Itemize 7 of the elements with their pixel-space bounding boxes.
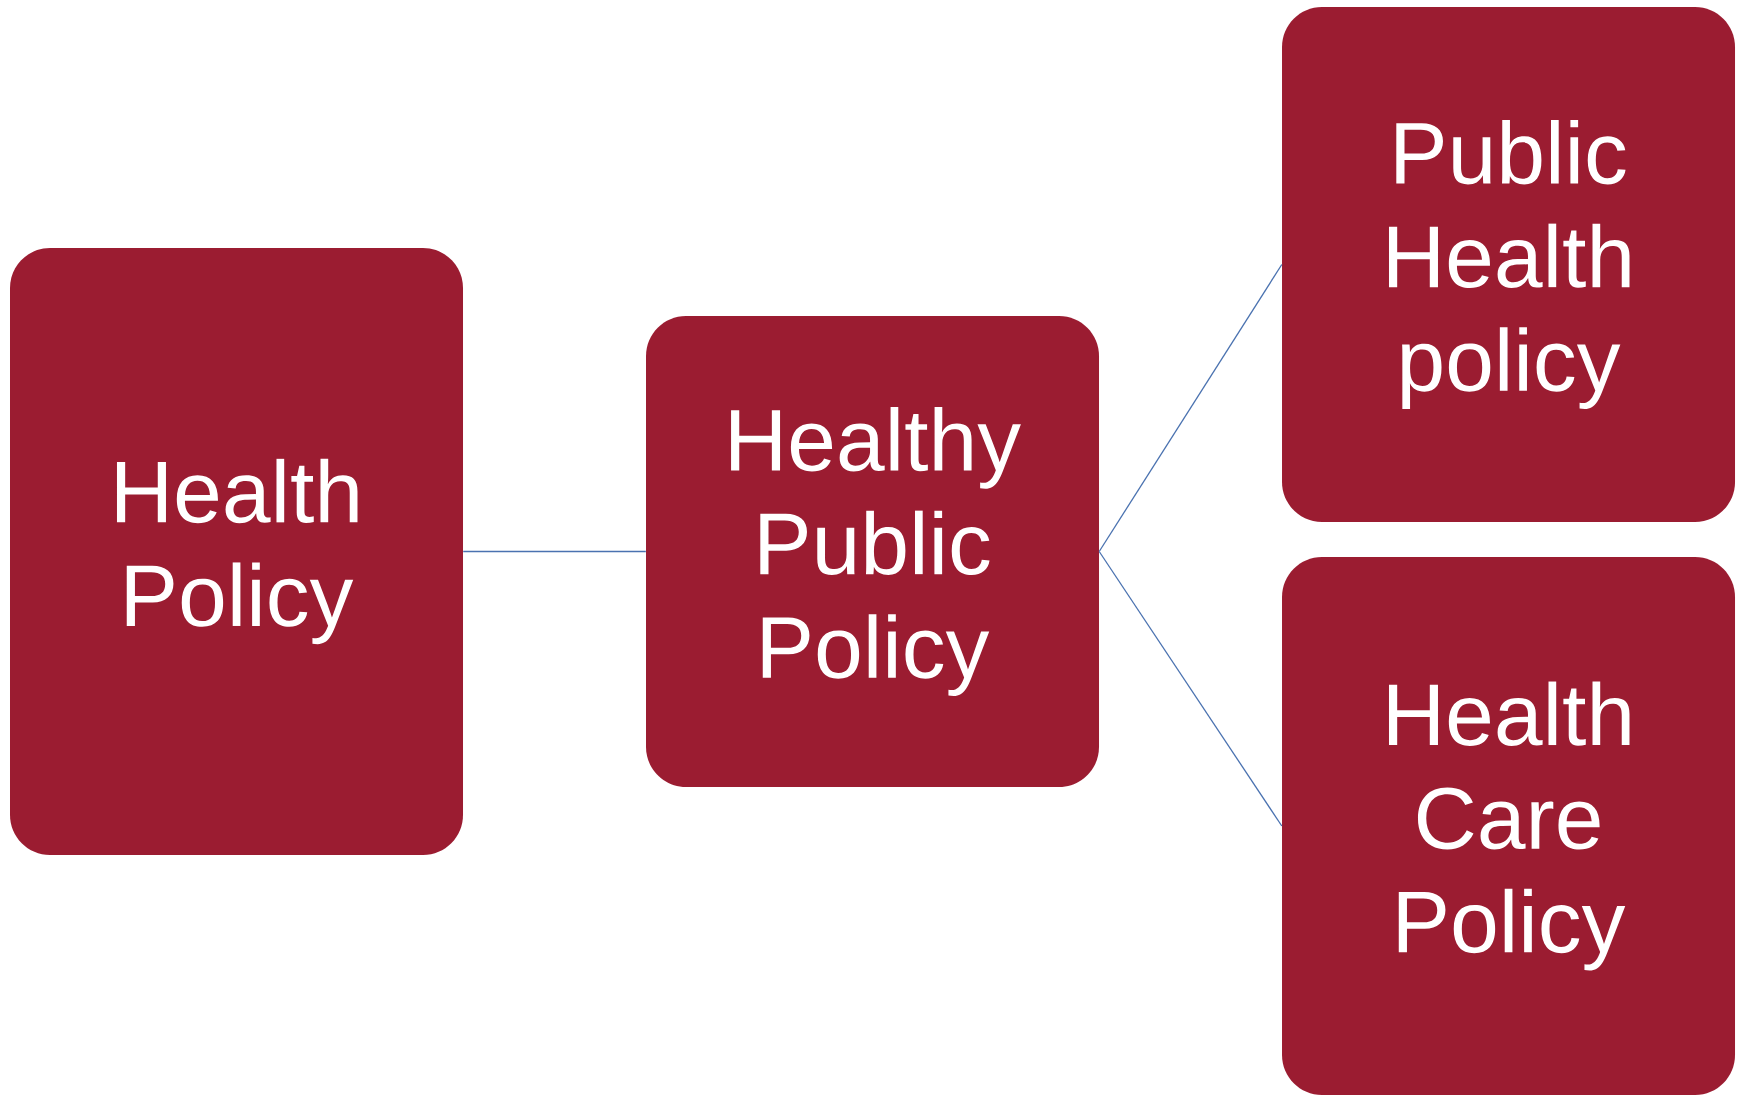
process-box: Public Health policy xyxy=(1282,7,1735,522)
connector-line xyxy=(1098,550,1283,827)
process-box: Health Policy xyxy=(10,248,463,855)
process-box: Healthy Public Policy xyxy=(646,316,1099,787)
connector-line xyxy=(1098,263,1283,553)
process-box: Health Care Policy xyxy=(1282,557,1735,1095)
connector-line xyxy=(462,550,647,553)
